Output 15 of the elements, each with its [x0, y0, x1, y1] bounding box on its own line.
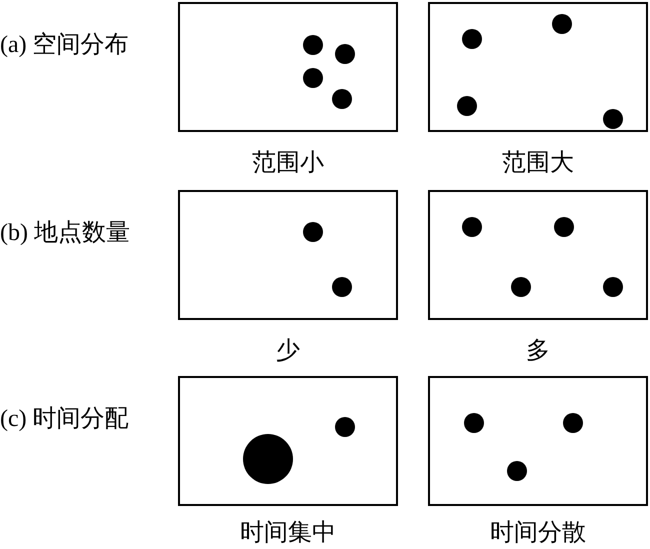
- panel-caption: 时间分散: [489, 519, 587, 548]
- panel-caption: 少: [275, 337, 301, 366]
- panel-frame: [428, 2, 648, 132]
- row-label: (c) 时间分配: [0, 405, 129, 434]
- panel-frame: [178, 190, 398, 320]
- row-label: (b) 地点数量: [0, 219, 130, 248]
- row-label: (a) 空间分布: [0, 30, 129, 60]
- panel-frame: [178, 2, 398, 132]
- panel-caption: 范围小: [251, 149, 325, 178]
- panel-caption: 多: [525, 337, 551, 366]
- panel-frame: [428, 376, 648, 506]
- panel-caption: 时间集中: [239, 519, 337, 548]
- panel-caption: 范围大: [501, 149, 575, 178]
- panel-frame: [178, 376, 398, 506]
- panel-frame: [428, 190, 648, 320]
